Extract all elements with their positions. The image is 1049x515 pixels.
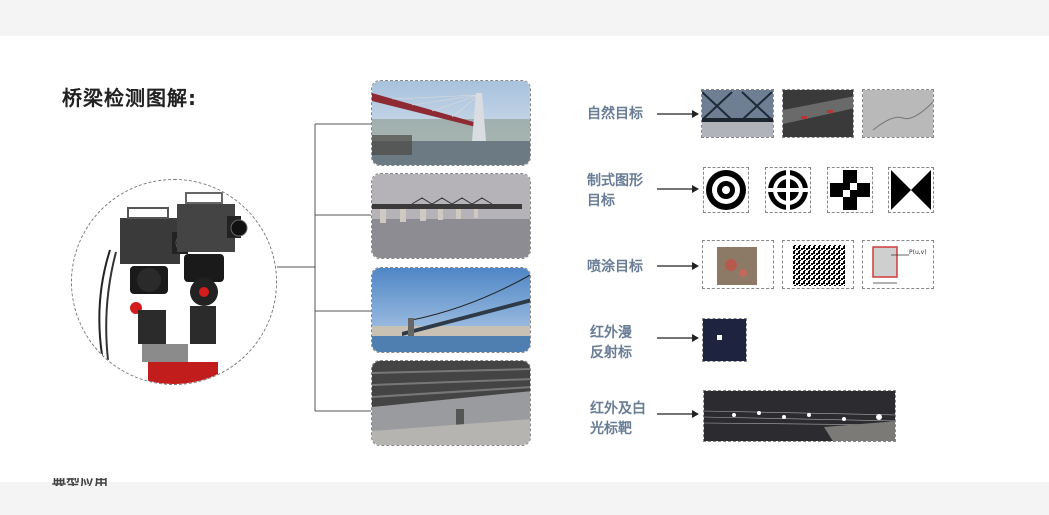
cut-off-heading: 典型应用 (52, 478, 108, 486)
infrared-marker (702, 318, 747, 362)
bridge-photo-truss-river (371, 173, 531, 259)
natural-target-beam (782, 89, 854, 138)
category-label-infrared-white: 红外及白光标靶 (590, 401, 646, 437)
checker-cross-target (827, 167, 873, 213)
speckle-point-label: P(u,v) (909, 249, 927, 256)
natural-target-concrete (862, 89, 934, 138)
natural-target-truss (701, 89, 774, 138)
speckle-target (782, 240, 854, 289)
speckle-subset-diagram: P(u,v) (862, 240, 934, 289)
crosshair-target (765, 167, 811, 213)
bridge-photo-cable-stayed-red (371, 80, 531, 166)
white-light-markers (703, 390, 896, 442)
sprayed-target-painted (702, 240, 774, 289)
category-label-natural: 自然目标 (587, 106, 643, 122)
category-label-sprayed: 喷涂目标 (587, 259, 643, 275)
category-label-patterned: 制式图形目标 (587, 173, 643, 209)
page-title: 桥梁检测图解: (62, 86, 197, 110)
category-label-infrared-diffuse: 红外漫反射标 (590, 325, 632, 361)
concentric-rings-target (703, 167, 749, 213)
camera-photo-circle (71, 179, 277, 385)
bowtie-target (888, 167, 934, 213)
bridge-photo-underside (371, 360, 531, 446)
bridge-photo-suspension (371, 267, 531, 353)
dic-camera-photo (72, 180, 276, 384)
